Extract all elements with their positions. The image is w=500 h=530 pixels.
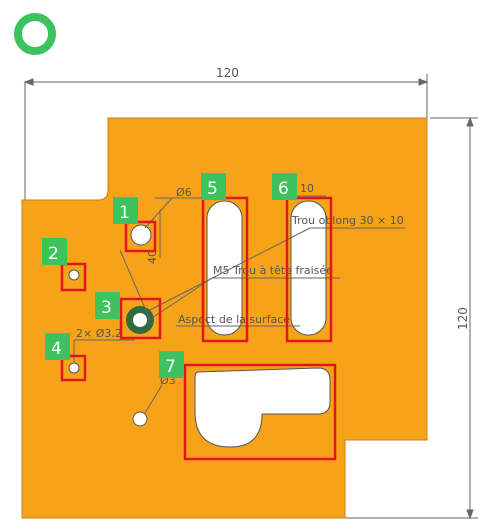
dim-hole-depth: 40 [146,250,159,264]
badge-1: 1 [113,197,138,224]
badge-5: 5 [201,173,226,200]
badge-6: 6 [272,173,297,200]
annotation-countersunk: M5 Trou à tête fraisée [213,264,333,277]
countersunk-hole [133,313,147,327]
svg-text:4: 4 [51,339,62,359]
hole-6mm [130,224,152,246]
oblong-slot-right [290,200,327,336]
badge-2: 2 [42,238,67,265]
right-dimension [345,116,478,520]
svg-text:1: 1 [119,203,130,223]
badge-3: 3 [95,292,120,319]
highlight-box-2[interactable] [60,262,87,292]
annotation-surface: Aspect de la surface [178,313,290,326]
large-cutout [194,367,331,448]
hole-small-left-lower [68,362,80,374]
highlight-box-1[interactable] [124,220,157,253]
svg-text:6: 6 [278,179,289,199]
indicator-ring [14,13,56,55]
highlight-box-4[interactable] [60,354,87,382]
svg-text:5: 5 [207,179,218,199]
badge-7: 7 [159,351,184,378]
svg-text:3: 3 [101,298,112,318]
hole-bottom [132,411,148,427]
badge-4: 4 [45,333,70,360]
dim-hole-6: Ø6 [176,186,192,199]
top-dimension [23,74,429,200]
annotation-oblong-hole: Trou oblong 30 × 10 [291,214,404,227]
svg-text:7: 7 [165,357,176,377]
svg-text:2: 2 [48,244,59,264]
highlight-box-7[interactable] [183,363,337,461]
leader-lines [73,195,405,414]
highlight-box-3[interactable] [119,297,162,340]
dim-slot-width: 10 [300,182,314,195]
highlight-box-6[interactable] [285,196,333,343]
top-dimension-label: 120 [216,66,239,80]
right-dimension-label: 120 [456,307,470,330]
hole-small-left [68,269,80,281]
dim-two-holes: 2× Ø3.2 [76,327,122,340]
oblong-slot-left [206,200,243,336]
